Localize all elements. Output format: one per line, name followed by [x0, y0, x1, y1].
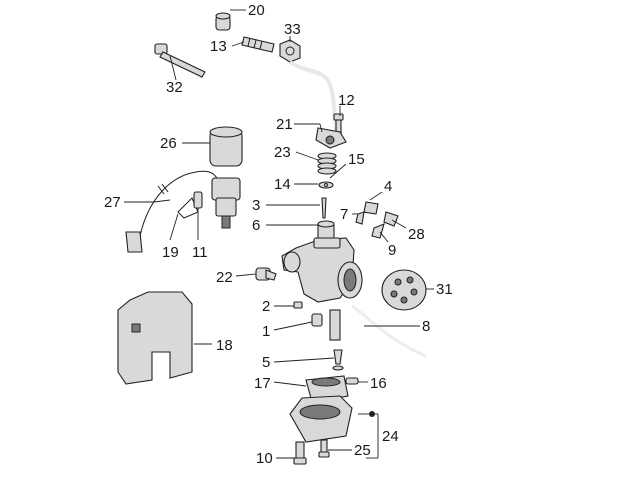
part-14-15-washer	[318, 181, 334, 189]
callout-1: 1	[262, 323, 270, 340]
part-18-cover	[117, 291, 193, 385]
callout-20: 20	[248, 2, 265, 19]
callout-31: 31	[436, 281, 453, 298]
callout-2: 2	[262, 298, 270, 315]
part-21-bracket	[315, 127, 347, 149]
callout-14: 14	[274, 176, 291, 193]
part-3-needle	[321, 197, 327, 219]
callout-18: 18	[216, 337, 233, 354]
callout-13: 13	[210, 38, 227, 55]
part-5-float-needle	[332, 349, 344, 371]
callout-7: 7	[340, 206, 348, 223]
callout-19: 19	[162, 244, 179, 261]
callout-15: 15	[348, 151, 365, 168]
part-31-gasket	[381, 269, 427, 311]
callout-26: 26	[160, 135, 177, 152]
part-33-nut	[279, 39, 301, 63]
part-1-jet	[311, 313, 323, 327]
part-23-spring	[317, 152, 337, 175]
part-2-jet	[293, 301, 303, 309]
part-11-screw	[193, 191, 203, 209]
assembly-dot	[369, 411, 375, 417]
callout-27: 27	[104, 194, 121, 211]
part-25-screw	[318, 439, 330, 458]
callout-16: 16	[370, 375, 387, 392]
part-22-knob	[255, 267, 277, 281]
callout-12: 12	[338, 92, 355, 109]
part-24-bowl	[289, 395, 353, 443]
part-16-pin	[345, 377, 359, 385]
callout-17: 17	[254, 375, 271, 392]
part-8-hose	[351, 304, 427, 358]
leader-lines	[124, 9, 434, 459]
callout-21: 21	[276, 116, 293, 133]
part-10-screw	[293, 441, 307, 465]
part-20-cap	[215, 12, 231, 31]
callout-9: 9	[388, 242, 396, 259]
callout-25: 25	[354, 442, 371, 459]
callout-4: 4	[384, 178, 392, 195]
callout-6: 6	[252, 217, 260, 234]
callout-23: 23	[274, 144, 291, 161]
part-32-bolt	[154, 43, 206, 78]
part-26-cap	[209, 126, 243, 167]
part-13-screw	[241, 36, 275, 53]
callout-32: 32	[166, 79, 183, 96]
callout-24: 24	[382, 428, 399, 445]
throttle-cable	[288, 60, 338, 131]
carburetor-body	[281, 237, 363, 303]
callout-3: 3	[252, 197, 260, 214]
callout-33: 33	[284, 21, 301, 38]
part-27-choke	[125, 170, 241, 253]
part-28-9-screws	[371, 211, 399, 239]
callout-22: 22	[216, 269, 233, 286]
callout-10: 10	[256, 450, 273, 467]
callout-28: 28	[408, 226, 425, 243]
emulsion-tube	[329, 309, 341, 341]
part-4-7-screws	[355, 201, 379, 225]
callout-11: 11	[192, 244, 208, 261]
callout-5: 5	[262, 354, 270, 371]
callout-8: 8	[422, 318, 430, 335]
part-17-float	[305, 375, 349, 403]
